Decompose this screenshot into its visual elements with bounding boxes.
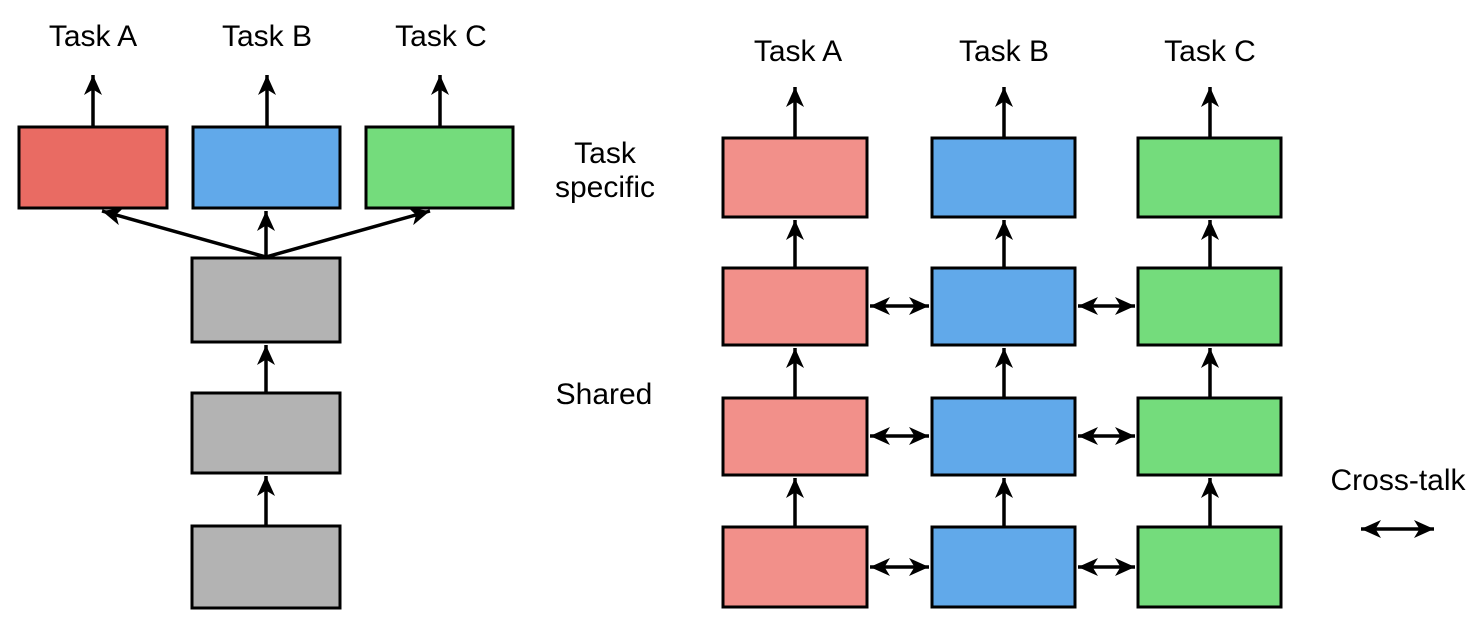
right-task-b-layer-4-box <box>930 525 1077 609</box>
left-task-a-box <box>17 125 169 210</box>
right-task-a-layer-3-box <box>721 396 869 477</box>
left-task-c-label: Task C <box>395 20 487 53</box>
left-shared-box-3 <box>190 524 342 610</box>
right-task-a-layer-1-box <box>721 136 869 219</box>
task-specific-label-line2: specific <box>555 171 655 204</box>
right-task-b-label: Task B <box>959 35 1049 68</box>
right-task-c-layer-2-box <box>1136 266 1283 347</box>
right-task-a-label: Task A <box>754 35 842 68</box>
shared-to-task-c-arrow <box>265 207 431 259</box>
shared-to-task-a-arrow <box>101 207 267 259</box>
left-task-c-box <box>364 125 515 210</box>
shared-label: Shared <box>556 378 653 411</box>
right-task-a-layer-4-box <box>721 525 869 609</box>
left-task-b-box <box>191 125 342 210</box>
right-task-b-layer-3-box <box>930 396 1077 477</box>
left-panel: Task A Task B Task C <box>17 20 515 610</box>
right-task-b-layer-2-box <box>930 266 1077 347</box>
left-task-b-label: Task B <box>222 20 312 53</box>
left-shared-box-2 <box>190 391 342 475</box>
right-task-c-layer-3-box <box>1136 396 1283 477</box>
right-task-c-label: Task C <box>1164 35 1256 68</box>
task-specific-label-line1: Task <box>574 137 637 170</box>
right-task-a-layer-2-box <box>721 266 869 347</box>
left-task-a-label: Task A <box>49 20 137 53</box>
right-task-b-layer-1-box <box>930 136 1077 219</box>
right-task-c-layer-4-box <box>1136 525 1283 609</box>
annotations: Task specific Shared Cross-talk <box>555 137 1467 538</box>
left-shared-box-1 <box>190 256 342 344</box>
cross-talk-label: Cross-talk <box>1330 464 1466 497</box>
right-panel: Task A Task B Task C <box>721 35 1283 609</box>
right-task-c-layer-1-box <box>1136 136 1283 219</box>
